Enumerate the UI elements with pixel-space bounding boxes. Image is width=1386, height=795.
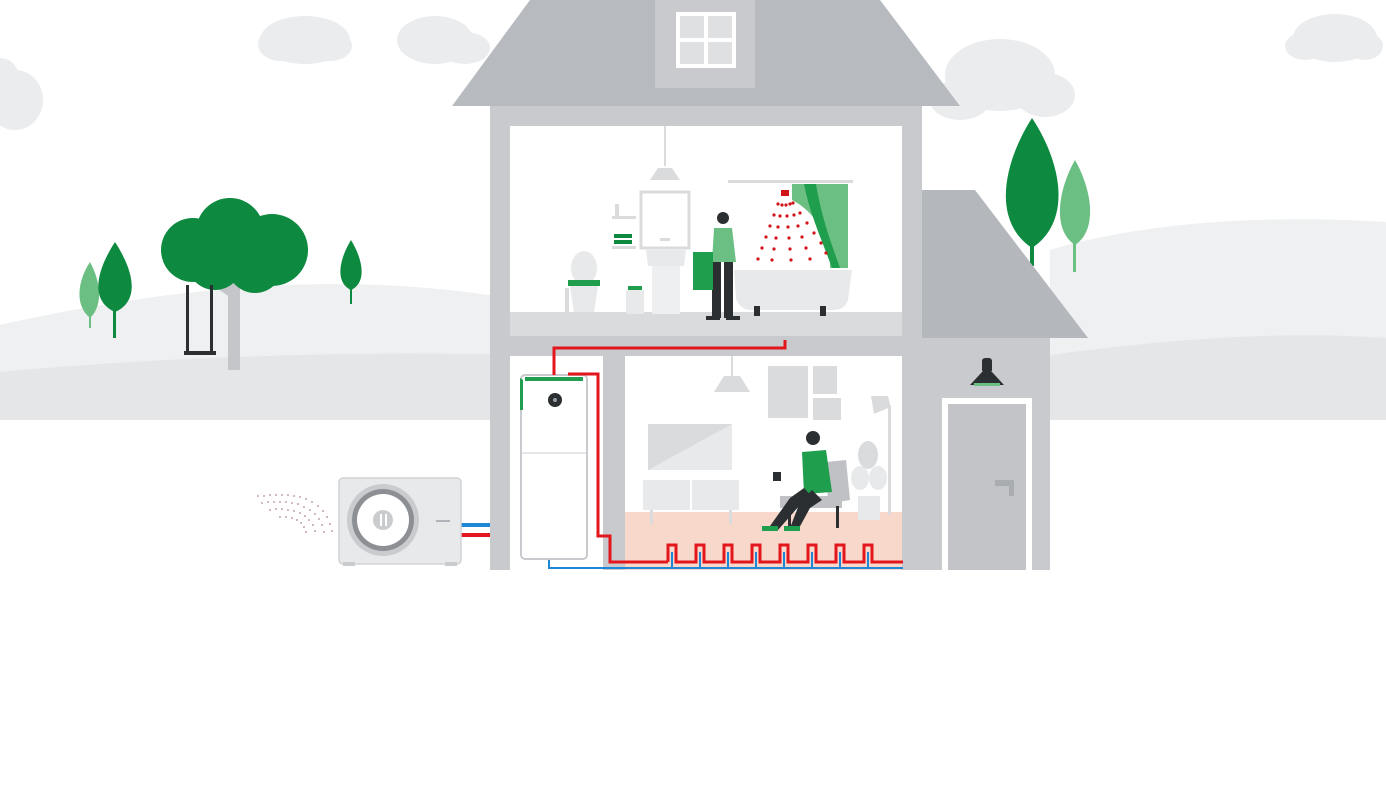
- tree-icon: [98, 242, 132, 338]
- tree-icon: [1005, 118, 1059, 266]
- underfloor-heating-icon: [666, 543, 903, 564]
- house-extension: [920, 190, 1088, 570]
- air-flow-icon: [257, 494, 333, 533]
- ceiling-lamp-icon: [650, 126, 680, 180]
- woman-standing-icon: [693, 212, 740, 320]
- bin-icon: [626, 286, 644, 314]
- shower-curtain-icon: [792, 184, 848, 268]
- pipes: [460, 340, 903, 569]
- cloud-icon: [930, 39, 1075, 120]
- cloud-icon: [0, 58, 43, 130]
- tree-icon: [340, 240, 362, 304]
- tree-icon: [1059, 160, 1091, 272]
- wall-lamp-icon: [970, 358, 1004, 386]
- tree-icon: [79, 262, 100, 328]
- plant-icon: [851, 441, 887, 520]
- cloud-icon: [258, 16, 352, 64]
- bathtub-icon: [728, 180, 853, 316]
- hot-water-pipe-to-bathroom: [552, 340, 787, 375]
- toilet-icon: [565, 251, 600, 314]
- tv-icon: [648, 424, 732, 470]
- bathroom-contents: [565, 126, 853, 320]
- wall-frames-icon: [768, 366, 841, 420]
- heat-pump-indoor-unit-icon: [520, 374, 588, 560]
- cloud-icon: [397, 16, 490, 64]
- heat-pump-outdoor-unit-icon: [338, 477, 462, 566]
- clouds: [0, 14, 1383, 130]
- shower-water-icon: [756, 190, 828, 262]
- floor-lamp-icon: [871, 396, 891, 515]
- man-sitting-icon: [762, 431, 832, 531]
- trees-left: [79, 198, 362, 370]
- tv-stand-icon: [643, 480, 739, 524]
- hot-pipe-to-floor: [568, 372, 668, 564]
- cloud-icon: [1285, 14, 1383, 62]
- underfloor-cold-risers: [671, 552, 869, 568]
- tree-icon: [161, 198, 308, 370]
- shelf-icon: [612, 204, 636, 249]
- mirror-sink-icon: [639, 190, 691, 314]
- front-door-icon: [948, 404, 1026, 570]
- ceiling-lamp-icon: [714, 356, 750, 392]
- living-room-contents: [625, 356, 902, 570]
- house-roof: [452, 0, 960, 106]
- trees-right: [1005, 118, 1091, 272]
